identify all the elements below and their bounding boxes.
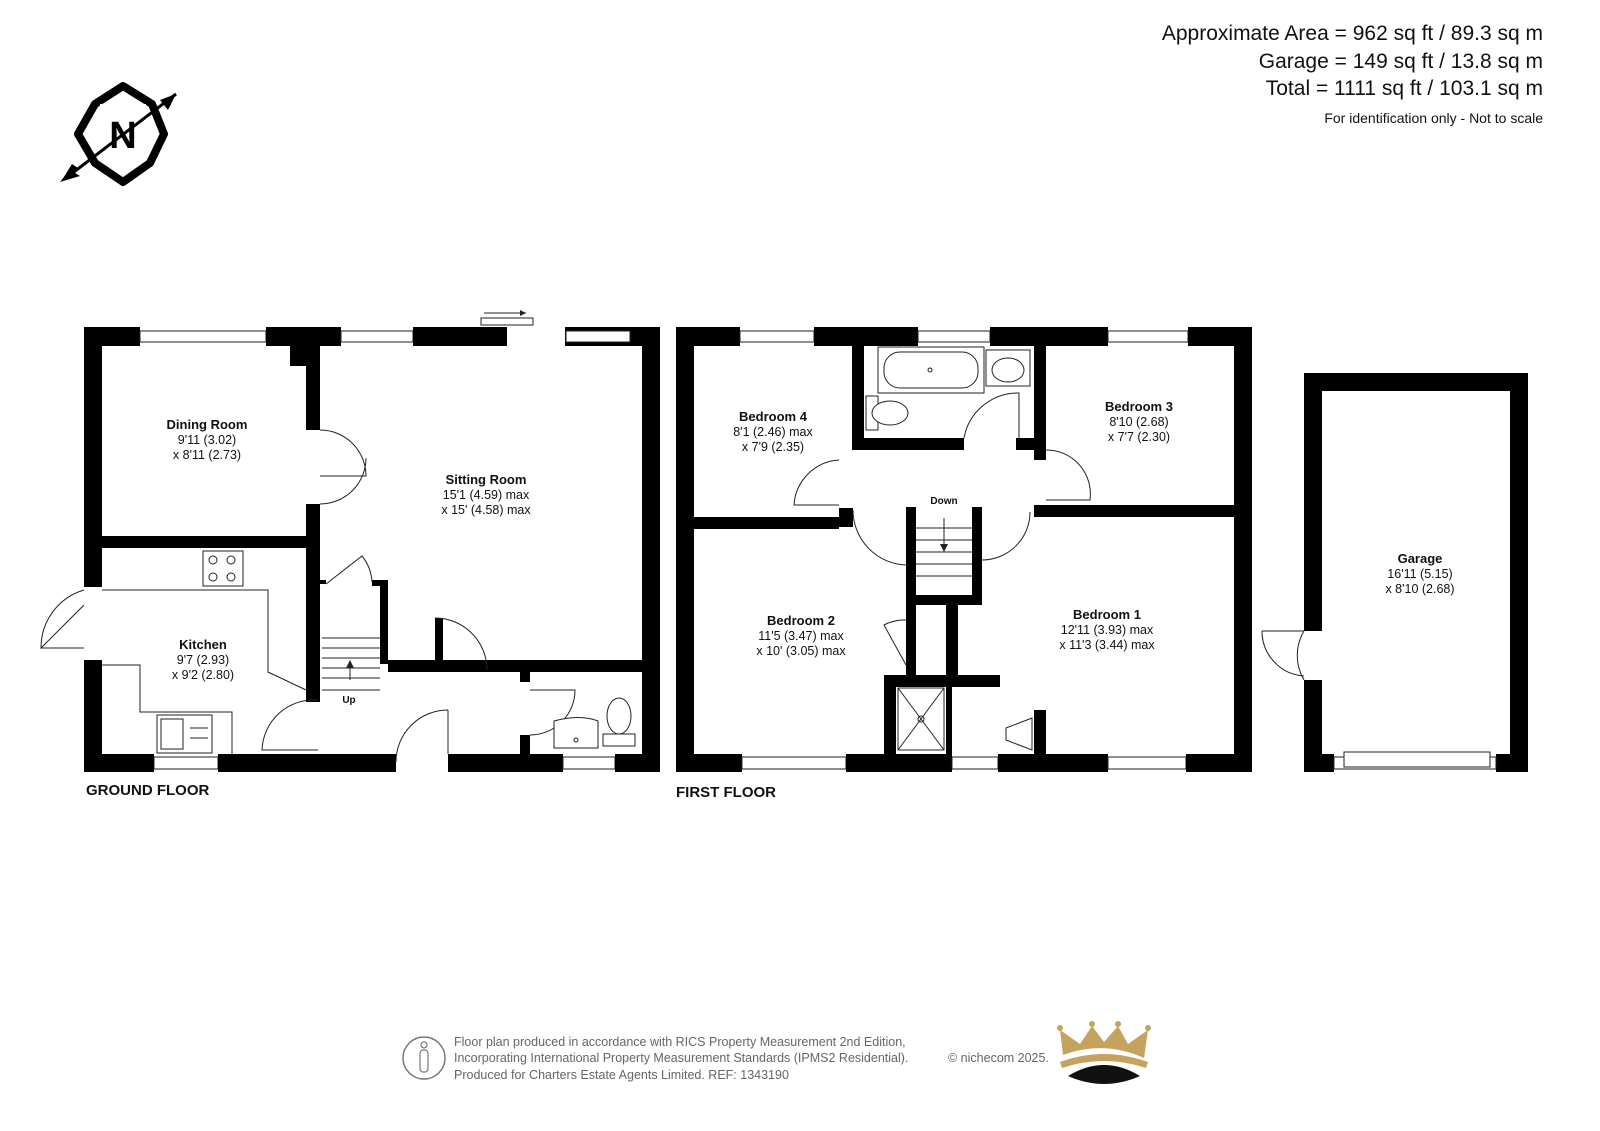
garage-plan: Garage 16'11 (5.15) x 8'10 (2.68): [1261, 373, 1528, 772]
garage-dim2: x 8'10 (2.68): [1385, 582, 1454, 596]
dining-room-dim1: 9'11 (3.02): [178, 433, 236, 447]
compass-letter: N: [109, 115, 136, 157]
footer-line2: Incorporating International Property Mea…: [454, 1051, 908, 1065]
footer-credit: © nichecom 2025.: [948, 1051, 1049, 1065]
ground-floor-plan: Dining Room 9'11 (3.02) x 8'11 (2.73) Si…: [40, 310, 660, 799]
bedroom1-dim2: x 11'3 (3.44) max: [1059, 638, 1155, 652]
dining-room-dim2: x 8'11 (2.73): [173, 448, 241, 462]
footer-line3: Produced for Charters Estate Agents Limi…: [454, 1068, 789, 1082]
ground-floor-label: GROUND FLOOR: [86, 782, 209, 799]
kitchen-name: Kitchen: [179, 637, 227, 652]
bedroom2-name: Bedroom 2: [767, 613, 835, 628]
garage-name: Garage: [1398, 551, 1443, 566]
bedroom2-dim1: 11'5 (3.47) max: [758, 629, 844, 643]
garage-area: Garage = 149 sq ft / 13.8 sq m: [1258, 50, 1543, 73]
bedroom3-name: Bedroom 3: [1105, 399, 1173, 414]
sitting-room-name: Sitting Room: [446, 472, 527, 487]
bedroom4-dim2: x 7'9 (2.35): [742, 440, 804, 454]
bedroom3-dim2: x 7'7 (2.30): [1108, 430, 1170, 444]
kitchen-dim2: x 9'2 (2.80): [172, 668, 234, 682]
bedroom3-dim1: 8'10 (2.68): [1109, 415, 1168, 429]
person-icon: [402, 1036, 446, 1080]
scale-note: For identification only - Not to scale: [1324, 110, 1543, 126]
footer-line1: Floor plan produced in accordance with R…: [454, 1035, 906, 1049]
bedroom1-dim1: 12'11 (3.93) max: [1061, 623, 1154, 637]
bedroom2-dim2: x 10' (3.05) max: [756, 644, 846, 658]
total-area: Total = 1111 sq ft / 103.1 sq m: [1265, 77, 1543, 100]
sitting-room-dim1: 15'1 (4.59) max: [443, 488, 530, 502]
crown-logo-icon: [1057, 1021, 1151, 1084]
sitting-room-dim2: x 15' (4.58) max: [441, 503, 531, 517]
stairs-down-label: Down: [930, 496, 957, 507]
first-floor-label: FIRST FLOOR: [676, 784, 776, 801]
approximate-area: Approximate Area = 962 sq ft / 89.3 sq m: [1161, 22, 1543, 45]
footer: Floor plan produced in accordance with R…: [402, 1021, 1151, 1084]
dining-room-name: Dining Room: [167, 417, 248, 432]
garage-dim1: 16'11 (5.15): [1387, 567, 1452, 581]
stairs-up-label: Up: [342, 695, 355, 706]
bedroom4-name: Bedroom 4: [739, 409, 808, 424]
kitchen-dim1: 9'7 (2.93): [177, 653, 229, 667]
north-arrow-icon: N: [60, 82, 177, 186]
first-floor-plan: Bedroom 4 8'1 (2.46) max x 7'9 (2.35) Be…: [676, 327, 1252, 801]
bedroom4-dim1: 8'1 (2.46) max: [733, 425, 813, 439]
bedroom1-name: Bedroom 1: [1073, 607, 1141, 622]
